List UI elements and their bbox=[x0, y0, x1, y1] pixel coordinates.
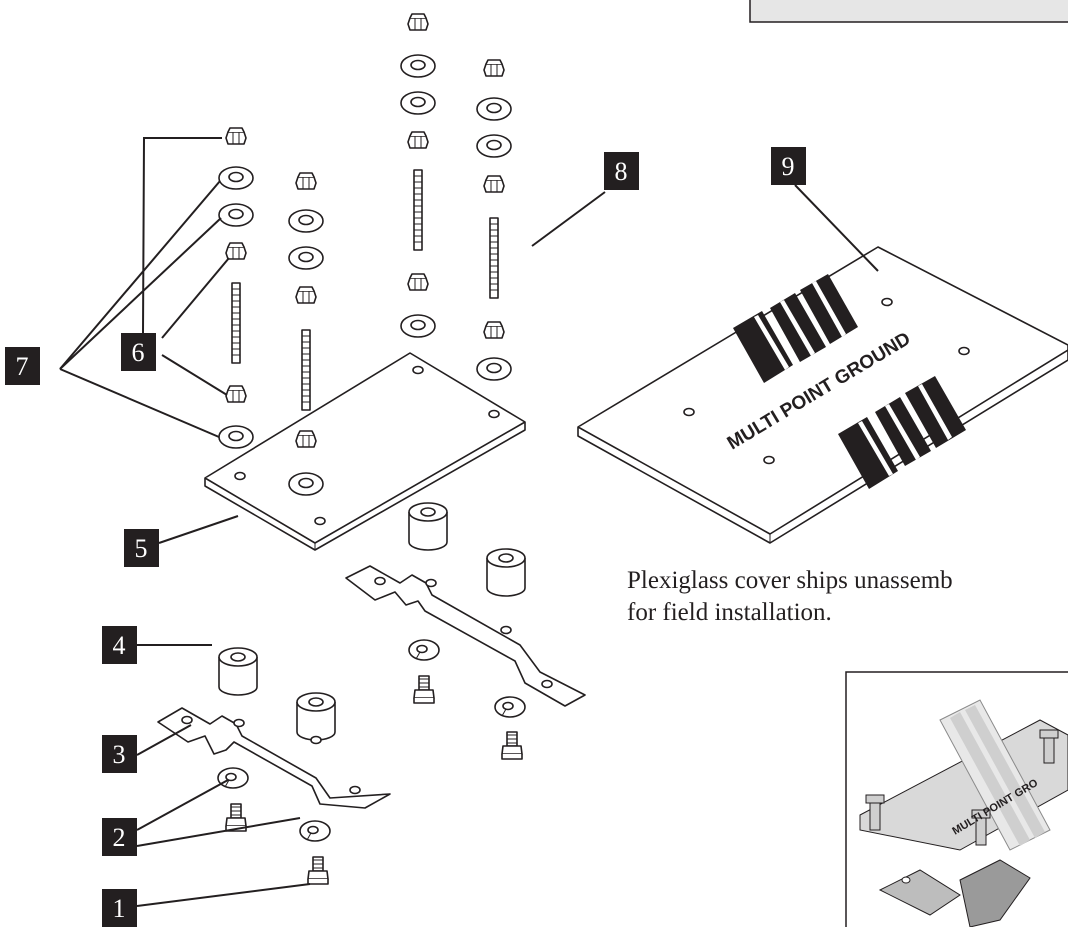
callout-6: 6 bbox=[121, 333, 156, 371]
svg-text:4: 4 bbox=[113, 631, 126, 660]
callout-3: 3 bbox=[102, 735, 137, 773]
plexiglass-cover: MULTI POINT GROUND bbox=[577, 246, 1068, 544]
svg-text:6: 6 bbox=[132, 338, 145, 367]
hardware-stack-right bbox=[476, 59, 512, 381]
installation-note: Plexiglass cover ships unassemb for fiel… bbox=[627, 565, 1068, 629]
cover-stripes-top bbox=[733, 274, 858, 383]
svg-text:8: 8 bbox=[615, 157, 628, 186]
callout-5: 5 bbox=[124, 529, 159, 567]
callout-7: 7 bbox=[5, 347, 40, 385]
hardware-stack-mid bbox=[288, 172, 324, 411]
callout-4: 4 bbox=[102, 626, 137, 664]
callout-9: 9 bbox=[771, 147, 806, 185]
svg-text:7: 7 bbox=[16, 352, 29, 381]
busbar-plate bbox=[204, 352, 526, 551]
bolts-and-washers bbox=[217, 639, 526, 885]
hardware-stack-left bbox=[218, 127, 254, 449]
callout-8: 8 bbox=[604, 152, 639, 190]
note-line-2: for field installation. bbox=[627, 599, 832, 626]
top-frame-box bbox=[749, 0, 1068, 23]
hardware-stack-tall bbox=[400, 13, 436, 338]
svg-text:1: 1 bbox=[113, 894, 126, 923]
callout-1: 1 bbox=[102, 889, 137, 927]
leader-lines bbox=[59, 137, 879, 907]
callout-2: 2 bbox=[102, 818, 137, 856]
svg-text:9: 9 bbox=[782, 152, 795, 181]
inset-assembled-view: MULTI POINT GRO bbox=[845, 671, 1068, 927]
svg-text:5: 5 bbox=[135, 534, 148, 563]
note-line-1: Plexiglass cover ships unassemb bbox=[627, 567, 953, 594]
mounting-brackets bbox=[157, 565, 586, 809]
svg-text:3: 3 bbox=[113, 740, 126, 769]
cover-stripes-bottom bbox=[838, 376, 966, 489]
svg-text:2: 2 bbox=[113, 823, 126, 852]
